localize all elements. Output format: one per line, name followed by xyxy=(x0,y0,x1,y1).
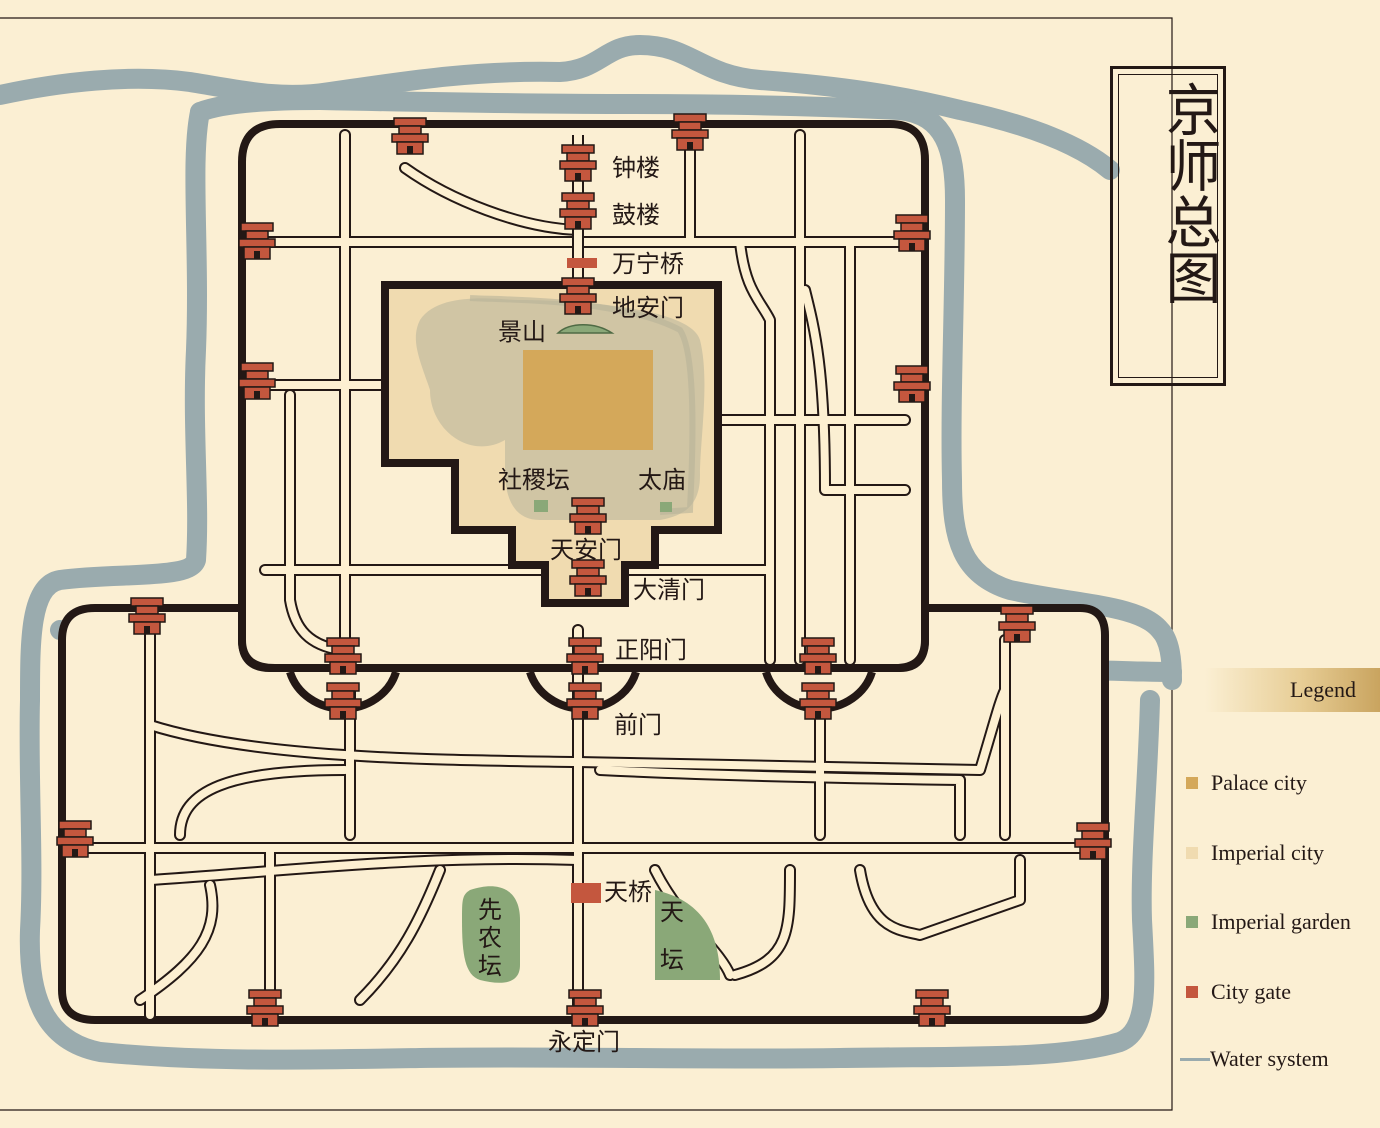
legend-label-palace: Palace city xyxy=(1211,770,1307,795)
title-box: 京师总图 xyxy=(1110,66,1226,386)
gate-xuanwu-barbican xyxy=(324,682,362,720)
legend-label-imperial: Imperial city xyxy=(1211,840,1325,865)
gate-guangqumen xyxy=(1074,822,1112,860)
label-wanning-bridge: 万宁桥 xyxy=(612,250,684,278)
label-drum-tower: 鼓楼 xyxy=(612,201,660,229)
gate-daqingmen xyxy=(569,559,607,597)
map-title: 京师总图 xyxy=(1156,81,1221,305)
gate-zhengyangmen xyxy=(566,637,604,675)
label-taimiao: 太庙 xyxy=(638,466,686,494)
legend-swatch-water xyxy=(1180,1057,1210,1061)
gate-andingmen xyxy=(671,113,709,151)
gate-fuchengmen xyxy=(238,362,276,400)
label-xiannong-1: 先 xyxy=(478,896,502,924)
tianqiao-bridge xyxy=(571,883,601,903)
label-zhengyangmen: 正阳门 xyxy=(615,636,687,664)
legend-label-garden: Imperial garden xyxy=(1211,909,1351,934)
gate-chongwen-barbican xyxy=(799,682,837,720)
label-yongdingmen: 永定门 xyxy=(548,1028,620,1056)
tiantan-altar xyxy=(655,890,720,980)
label-sheji: 社稷坛 xyxy=(498,466,570,494)
label-jingshan: 景山 xyxy=(498,318,546,346)
gate-xizhimen xyxy=(238,222,276,260)
map-frame xyxy=(0,17,1173,1111)
gate-dongzhimen xyxy=(893,214,931,252)
gate-youanmen xyxy=(246,989,284,1027)
xiannong-altar xyxy=(462,886,520,983)
legend-swatch-gate xyxy=(1186,986,1198,998)
legend-heading: Legend xyxy=(1205,668,1380,712)
gate-xibianmen xyxy=(128,597,166,635)
gate-xuanwumen xyxy=(324,637,362,675)
label-tiananmen: 天安门 xyxy=(550,536,622,564)
legend-heading-text: Legend xyxy=(1290,677,1356,702)
legend-label-water: Water system xyxy=(1210,1046,1329,1071)
gate-yongdingmen xyxy=(566,989,604,1027)
map-labels: 钟楼 鼓楼 万宁桥 地安门 景山 社稷坛 太庙 天安门 大清门 正阳门 前门 天… xyxy=(478,154,705,1056)
gate-dongbianmen xyxy=(998,605,1036,643)
label-qianmen: 前门 xyxy=(614,711,662,739)
label-dianmen: 地安门 xyxy=(612,294,684,322)
title-box-inner xyxy=(1118,74,1218,378)
gate-tiananmen xyxy=(569,497,607,535)
gate-chaoyangmen xyxy=(893,365,931,403)
legend-swatch-garden xyxy=(1186,916,1198,928)
label-daqingmen: 大清门 xyxy=(633,576,705,604)
legend-swatch-imperial xyxy=(1186,847,1198,859)
imperial-canal xyxy=(469,295,696,515)
label-tiantan-1: 天 xyxy=(660,898,684,926)
label-xiannong-3: 坛 xyxy=(478,952,502,980)
gate-zuoanmen xyxy=(913,989,951,1027)
gate-dianmen xyxy=(559,277,597,315)
legend-item-garden: Imperial garden xyxy=(1186,907,1351,937)
label-tiantan-2: 坛 xyxy=(660,946,684,974)
jingshan-hill xyxy=(556,324,615,334)
label-bell-tower: 钟楼 xyxy=(612,154,660,182)
gate-bell-tower xyxy=(559,144,597,182)
legend-item-gate: City gate xyxy=(1186,977,1291,1007)
gate-deshengmen xyxy=(391,117,429,155)
gate-guanganmen xyxy=(56,820,94,858)
gate-qianmen xyxy=(566,682,604,720)
gate-chongwenmen xyxy=(799,637,837,675)
sheji-garden xyxy=(534,500,548,512)
legend-item-palace: Palace city xyxy=(1186,768,1307,798)
legend-swatch-palace xyxy=(1186,777,1198,789)
label-tianqiao: 天桥 xyxy=(604,878,652,906)
gate-drum-tower xyxy=(559,192,597,230)
legend-item-imperial: Imperial city xyxy=(1186,838,1324,868)
wanning-bridge xyxy=(567,258,597,268)
taimiao-garden xyxy=(660,502,672,512)
legend-label-gate: City gate xyxy=(1211,979,1292,1004)
legend-item-water: Water system xyxy=(1180,1044,1329,1074)
palace-city xyxy=(523,350,653,450)
label-xiannong-2: 农 xyxy=(478,924,502,952)
